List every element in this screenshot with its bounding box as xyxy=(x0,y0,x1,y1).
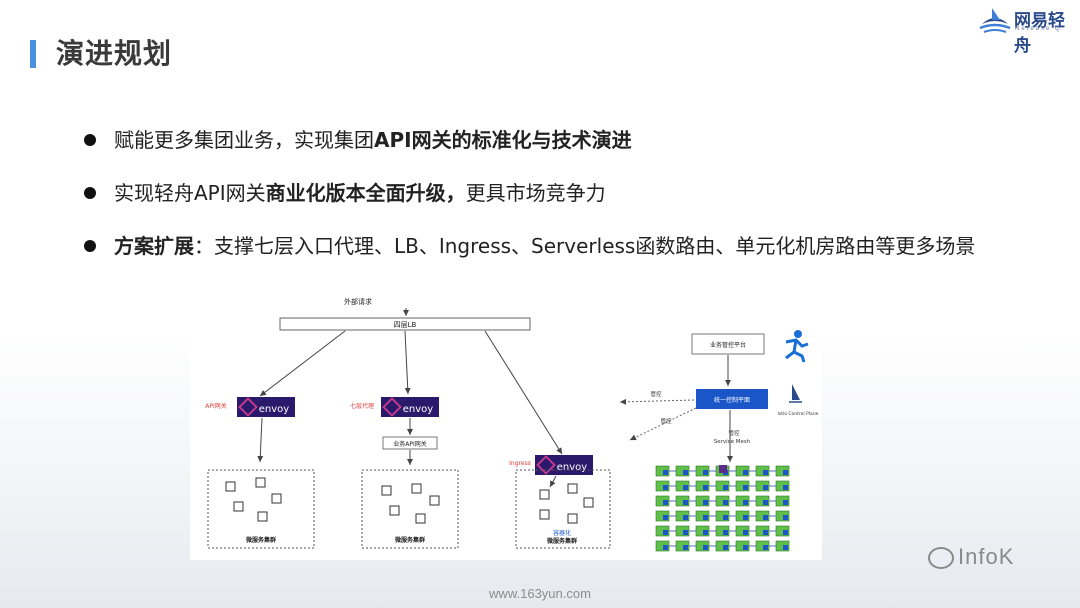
bullet-list: 赋能更多集团业务，实现集团API网关的标准化与技术演进 实现轻舟API网关商业化… xyxy=(84,126,1044,285)
bullet-3-text-b: ：支撑七层入口代理、LB、Ingress、Serverless函数路由、单元化机… xyxy=(194,234,976,258)
ingress-tag: Ingress xyxy=(509,460,531,467)
mesh-sidecar xyxy=(763,485,768,490)
bullet-2-text-a: 实现轻舟API网关 xyxy=(114,181,266,205)
brand-logo: 网易轻舟 Netease Q xyxy=(978,4,1078,56)
lb-label: 四层LB xyxy=(394,321,417,329)
brand-name: 网易轻舟 xyxy=(1014,11,1065,56)
mesh-sidecar xyxy=(703,515,708,520)
mesh-sidecar xyxy=(663,530,668,535)
mesh-sidecar xyxy=(783,545,788,550)
mesh-sidecar xyxy=(743,470,748,475)
bullet-3-text-a: 方案扩展 xyxy=(114,234,194,258)
mesh-sidecar xyxy=(763,500,768,505)
brand-sub: Netease Q xyxy=(1015,26,1062,32)
cluster-mid: 微服务集群 xyxy=(361,469,459,549)
bullet-dot-icon xyxy=(84,240,96,252)
biz-api-gateway-box xyxy=(382,436,438,450)
runner-icon xyxy=(785,330,809,363)
svg-text:管控: 管控 xyxy=(660,417,672,425)
l7-proxy-tag: 七层代理 xyxy=(350,402,374,410)
svg-text:统一控制平面: 统一控制平面 xyxy=(714,396,750,404)
mesh-sidecar xyxy=(683,515,688,520)
mesh-sidecar xyxy=(663,515,668,520)
mesh-sidecar xyxy=(703,470,708,475)
svg-text:业务管控平台: 业务管控平台 xyxy=(710,341,746,349)
service-mesh-label: Service Mesh xyxy=(714,439,751,445)
mesh-sidecar xyxy=(743,485,748,490)
svg-text:微服务集群: 微服务集群 xyxy=(245,536,276,544)
mesh-sidecar xyxy=(743,530,748,535)
wechat-icon xyxy=(928,547,954,570)
mesh-sidecar xyxy=(683,500,688,505)
mesh-sidecar xyxy=(783,530,788,535)
bullet-item-1: 赋能更多集团业务，实现集团API网关的标准化与技术演进 xyxy=(84,126,1044,179)
mesh-sidecar xyxy=(663,545,668,550)
svg-text:envoy: envoy xyxy=(403,404,434,415)
envoy-left-badge: envoy xyxy=(237,397,295,417)
mesh-sidecar xyxy=(683,545,688,550)
svg-text:envoy: envoy xyxy=(557,462,588,473)
bullet-2-text-b: 商业化版本全面升级， xyxy=(265,181,466,205)
wechat-watermark: InfoK xyxy=(928,544,1014,570)
biz-control-platform xyxy=(691,333,765,355)
page-title: 演进规划 xyxy=(56,37,173,70)
mesh-sidecar xyxy=(683,530,688,535)
mesh-sidecar xyxy=(763,545,768,550)
lb-bar xyxy=(279,317,531,331)
bullet-item-3: 方案扩展：支撑七层入口代理、LB、Ingress、Serverless函数路由、… xyxy=(84,232,1044,285)
bullet-1-text-b: API网关的标准化与技术演进 xyxy=(374,128,632,152)
bullet-dot-icon xyxy=(84,187,96,199)
mesh-sidecar xyxy=(763,515,768,520)
cluster-left: 微服务集群 xyxy=(207,469,315,549)
mesh-sidecar xyxy=(743,515,748,520)
svg-text:微服务集群: 微服务集群 xyxy=(546,537,577,545)
mesh-sidecar xyxy=(723,530,728,535)
svg-text:管控: 管控 xyxy=(728,429,740,437)
mesh-sidecar xyxy=(663,500,668,505)
mesh-sidecar xyxy=(783,470,788,475)
svg-text:微服务集群: 微服务集群 xyxy=(394,536,425,544)
mesh-sidecar xyxy=(683,470,688,475)
svg-text:容器化: 容器化 xyxy=(553,529,571,537)
bullet-dot-icon xyxy=(84,134,96,146)
mesh-sidecar xyxy=(663,485,668,490)
envoy-right-badge: envoy xyxy=(535,455,593,475)
bullet-item-2: 实现轻舟API网关商业化版本全面升级，更具市场竞争力 xyxy=(84,179,1044,232)
mesh-sidecar xyxy=(723,500,728,505)
mesh-sidecar xyxy=(763,470,768,475)
mesh-sidecar xyxy=(783,515,788,520)
mesh-sidecar xyxy=(783,500,788,505)
mesh-sidecar xyxy=(663,470,668,475)
mesh-node-grid xyxy=(655,465,790,552)
envoy-mid-badge: envoy xyxy=(381,397,439,417)
mesh-sidecar xyxy=(743,500,748,505)
mesh-sidecar xyxy=(703,545,708,550)
mesh-sidecar xyxy=(723,485,728,490)
mesh-sidecar xyxy=(743,545,748,550)
istio-sail-icon xyxy=(789,384,802,403)
external-request-label: 外部请求 xyxy=(344,297,372,306)
footer-url: www.163yun.com xyxy=(489,586,591,601)
svg-text:管控: 管控 xyxy=(650,390,662,398)
mesh-sidecar xyxy=(703,485,708,490)
mesh-sidecar xyxy=(703,530,708,535)
api-gateway-tag: API网关 xyxy=(205,402,227,410)
mesh-sidecar xyxy=(763,530,768,535)
istio-label: Istio Control Plane xyxy=(778,411,819,417)
title-accent-bar xyxy=(30,40,36,68)
cluster-right: 容器化 微服务集群 xyxy=(515,469,611,549)
bullet-1-text-a: 赋能更多集团业务，实现集团 xyxy=(114,128,374,152)
mesh-sidecar xyxy=(723,545,728,550)
mesh-entry-node xyxy=(719,465,727,473)
boat-icon xyxy=(979,8,1011,33)
mesh-sidecar xyxy=(723,515,728,520)
mesh-sidecar xyxy=(783,485,788,490)
mesh-sidecar xyxy=(703,500,708,505)
svg-text:envoy: envoy xyxy=(259,404,290,415)
svg-text:业务API网关: 业务API网关 xyxy=(393,440,427,448)
bullet-2-text-c: 更具市场竞争力 xyxy=(465,181,606,205)
unified-control-plane xyxy=(696,389,768,409)
service-mesh-diagram: 业务管控平台 统一控制平面 Istio Control Plane 管控 管控 … xyxy=(612,318,820,560)
mesh-sidecar xyxy=(683,485,688,490)
